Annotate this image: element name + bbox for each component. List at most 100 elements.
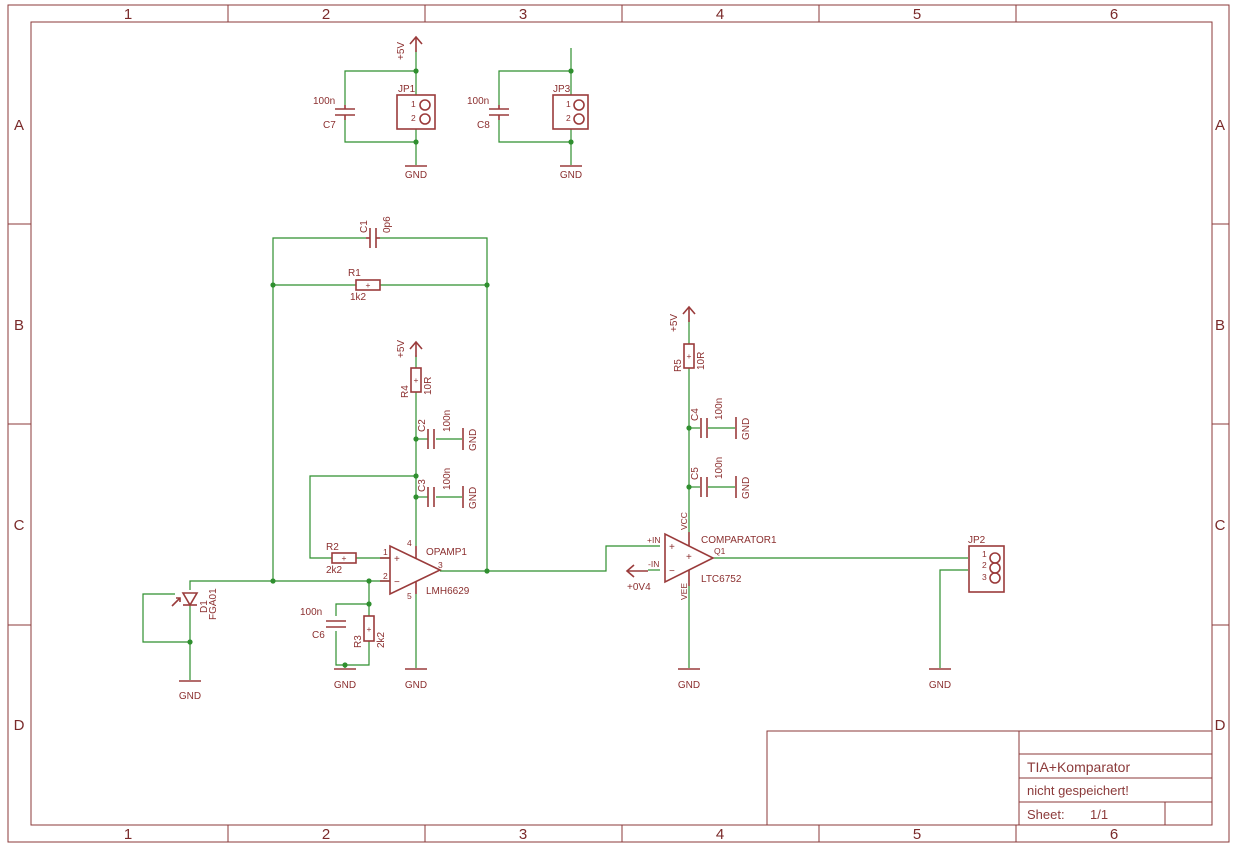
resistor-r5: + R5 10R — [673, 343, 707, 372]
jumper-jp1: JP1 1 2 — [396, 84, 436, 130]
photodiode-d1: D1 FGA01 — [171, 588, 219, 620]
jp3-pin-2: 2 — [566, 113, 571, 123]
jp1-name: JP1 — [398, 84, 416, 95]
svg-text:GND: GND — [405, 680, 427, 691]
comparator1-value: LTC6752 — [701, 574, 742, 585]
capacitor-c4: C4 100n — [690, 398, 725, 438]
vcc-symbol: +5V — [669, 305, 696, 332]
comparator1-pin-vcc: VCC — [679, 512, 689, 530]
jp3-name: JP3 — [553, 84, 571, 95]
svg-text:GND: GND — [741, 477, 752, 499]
frame-row-d-right: D — [1215, 717, 1226, 734]
ground-symbol: GND — [405, 165, 427, 181]
c7-value: 100n — [313, 96, 335, 107]
c6-value: 100n — [300, 607, 322, 618]
jumper-jp2: JP2 1 2 3 — [968, 535, 1005, 593]
frame-col-4-bottom: 4 — [716, 826, 724, 843]
r4-value: 10R — [423, 377, 434, 395]
comparator-comparator1: + − + +IN -IN VCC VEE Q1 COMPARATOR1 LTC… — [647, 512, 777, 600]
svg-text:+: + — [687, 351, 692, 361]
comparator1-pin-q1: Q1 — [714, 546, 726, 556]
ground-symbol: GND — [405, 668, 427, 691]
ground-symbol: GND — [560, 165, 582, 181]
title-block-sheet-label: Sheet: — [1027, 807, 1065, 822]
c4-name: C4 — [690, 408, 701, 421]
frame-col-5-bottom: 5 — [913, 826, 921, 843]
frame-col-5-top: 5 — [913, 6, 921, 23]
comparator1-pin-in-plus: +IN — [647, 535, 660, 545]
r2-name: R2 — [326, 542, 339, 553]
frame-col-3-bottom: 3 — [519, 826, 527, 843]
frame-row-b-left: B — [14, 317, 24, 334]
opamp1-pin-5: 5 — [407, 591, 412, 601]
wires — [142, 48, 968, 680]
opamp1-pin-4: 4 — [407, 538, 412, 548]
frame-col-1-top: 1 — [124, 6, 132, 23]
r4-name: R4 — [400, 385, 411, 398]
c3-name: C3 — [417, 479, 428, 492]
jp2-name: JP2 — [968, 535, 986, 546]
resistor-r3: + R3 2k2 — [353, 615, 387, 648]
svg-text:+: + — [686, 552, 692, 563]
title-block-status: nicht gespeichert! — [1027, 783, 1129, 798]
reference-voltage-symbol: +0V4 — [625, 564, 651, 593]
resistor-r2: + R2 2k2 — [326, 542, 357, 576]
opamp1-value: LMH6629 — [426, 586, 470, 597]
frame-row-a-left: A — [14, 117, 24, 134]
resistor-r4: + R4 10R — [400, 367, 434, 398]
c6-name: C6 — [312, 630, 325, 641]
title-block: TIA+Komparator nicht gespeichert! Sheet:… — [766, 730, 1213, 826]
frame-row-c-left: C — [14, 517, 25, 534]
svg-text:+: + — [414, 375, 419, 385]
frame-row-d-left: D — [14, 717, 25, 734]
svg-text:GND: GND — [560, 170, 582, 181]
jp3-pin-1: 1 — [566, 99, 571, 109]
r1-name: R1 — [348, 268, 361, 279]
ground-symbol: GND — [462, 428, 479, 451]
ground-symbol: GND — [929, 668, 951, 691]
jp2-pin-1: 1 — [982, 549, 987, 559]
ground-symbol: GND — [462, 486, 479, 509]
c8-value: 100n — [467, 96, 489, 107]
svg-text:+: + — [342, 553, 347, 563]
svg-text:+: + — [669, 542, 675, 553]
ground-symbol: GND — [735, 476, 752, 499]
jp2-pin-3: 3 — [982, 572, 987, 582]
d1-value: FGA01 — [208, 588, 219, 620]
comparator1-pin-in-minus: -IN — [648, 559, 659, 569]
svg-text:GND: GND — [468, 487, 479, 509]
svg-text:GND: GND — [334, 680, 356, 691]
ground-symbol: GND — [735, 417, 752, 440]
svg-text:+5V: +5V — [396, 42, 407, 60]
capacitor-c3: C3 100n — [417, 468, 453, 507]
capacitor-c6: 100n C6 — [300, 607, 346, 641]
frame-row-c-right: C — [1215, 517, 1226, 534]
jumper-jp3: JP3 1 2 — [552, 84, 589, 130]
frame-row-b-right: B — [1215, 317, 1225, 334]
jp1-pin-2: 2 — [411, 113, 416, 123]
frame-row-a-right: A — [1215, 117, 1225, 134]
svg-text:−: − — [669, 566, 675, 577]
junctions — [187, 68, 692, 668]
capacitor-c2: C2 100n — [417, 410, 453, 449]
opamp1-name: OPAMP1 — [426, 547, 467, 558]
c1-value: 0p6 — [382, 216, 393, 233]
c3-value: 100n — [442, 468, 453, 490]
jp1-pin-1: 1 — [411, 99, 416, 109]
title-block-sheet-value: 1/1 — [1090, 807, 1108, 822]
frame-col-2-top: 2 — [322, 6, 330, 23]
jp2-pin-2: 2 — [982, 560, 987, 570]
c2-name: C2 — [417, 419, 428, 432]
c8-name: C8 — [477, 120, 490, 131]
frame-col-6-top: 6 — [1110, 6, 1118, 23]
svg-text:GND: GND — [678, 680, 700, 691]
c1-name: C1 — [359, 220, 370, 233]
svg-text:+5V: +5V — [396, 340, 407, 358]
ground-symbol: GND — [179, 680, 201, 702]
frame-col-2-bottom: 2 — [322, 826, 330, 843]
svg-text:GND: GND — [179, 691, 201, 702]
d1-name: D1 — [199, 600, 210, 613]
opamp1-pin-3: 3 — [438, 560, 443, 570]
svg-text:GND: GND — [468, 429, 479, 451]
